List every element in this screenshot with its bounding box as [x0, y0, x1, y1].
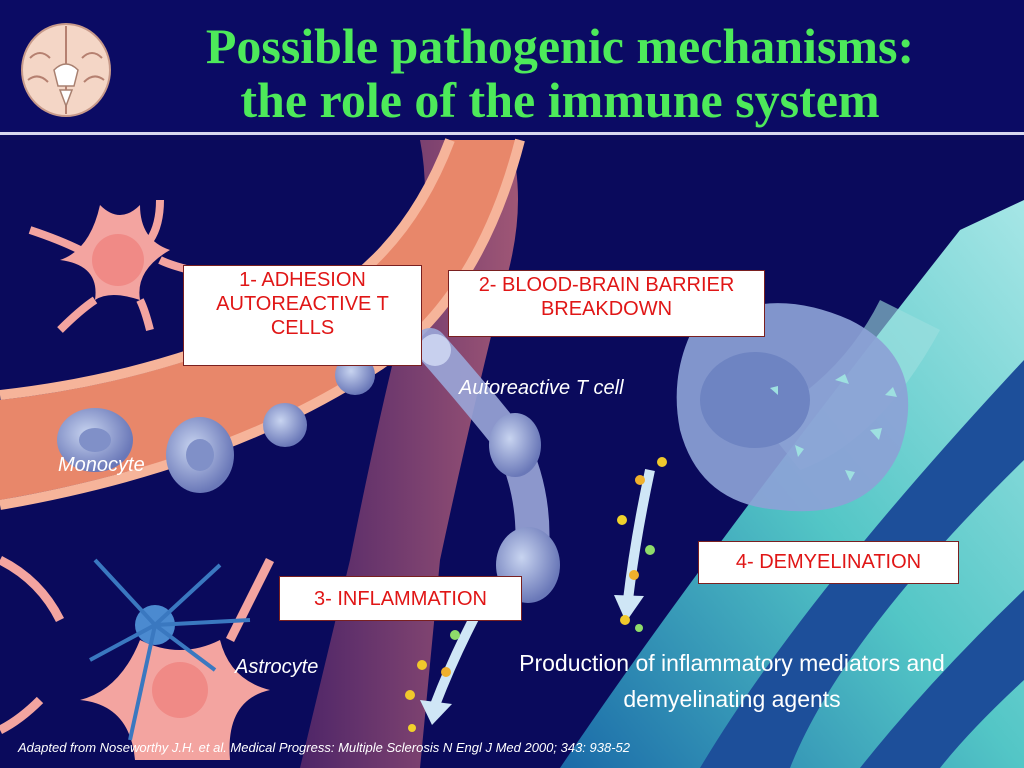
header-bar: [0, 0, 1024, 132]
monocyte-cell: [57, 408, 234, 493]
brain-section-icon: [21, 23, 111, 117]
astrocyte-label: Astrocyte: [235, 656, 319, 678]
astrocyte-cell: [89, 558, 251, 741]
step-2-bbb-breakdown-box: 2- BLOOD-BRAIN BARRIER BREAKDOWN: [448, 270, 765, 337]
autoreactive-t-cell-label: Autoreactive T cell: [459, 377, 624, 399]
step-3-inflammation-box: 3- INFLAMMATION: [279, 576, 522, 621]
inflammatory-mediator-dots: [405, 457, 667, 732]
step-4-demyelination-box: 4- DEMYELINATION: [698, 541, 959, 584]
page-title-line-1: Possible pathogenic mechanisms:: [205, 18, 915, 74]
monocyte-label: Monocyte: [58, 454, 145, 476]
macrophage-cell: [676, 303, 909, 512]
header-divider: [0, 132, 1024, 135]
neuron-cell-bottom: [0, 555, 275, 760]
citation-text: Adapted from Noseworthy J.H. et al. Medi…: [18, 740, 631, 755]
mediator-arrow-right: [614, 468, 655, 622]
neuron-cell-top: [28, 199, 191, 333]
myelin-debris: [770, 374, 897, 481]
production-caption: Production of inflammatory mediators and…: [519, 650, 945, 712]
page-title-line-2: the role of the immune system: [240, 72, 880, 128]
step-1-adhesion-box: 1- ADHESION AUTOREACTIVE T CELLS: [183, 265, 422, 366]
